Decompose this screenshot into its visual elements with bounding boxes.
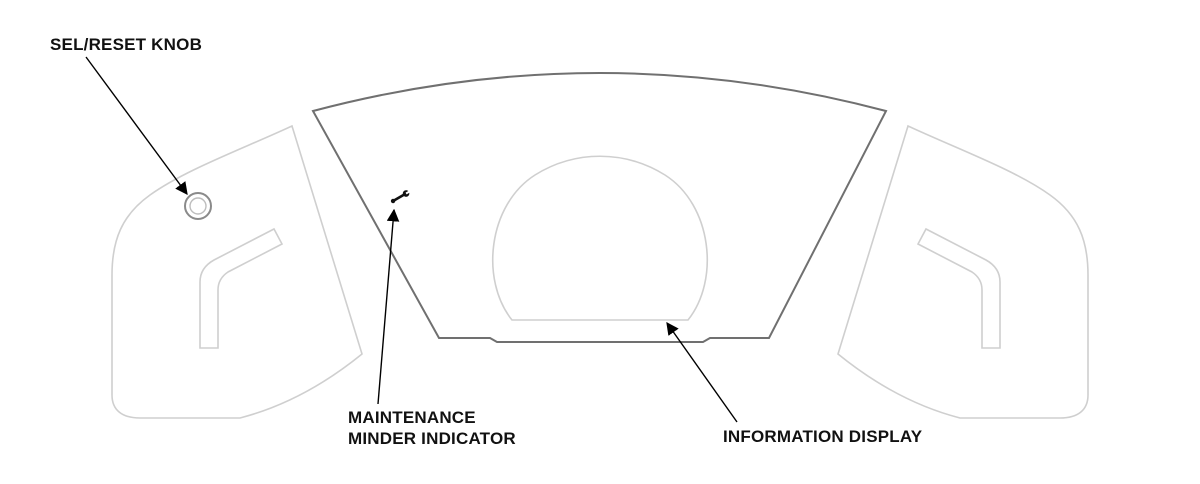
right-needle-track — [916, 227, 1001, 349]
wrench-icon — [390, 190, 411, 204]
maintenance-minder-label-line1: MAINTENANCE — [348, 408, 476, 427]
left-gauge-housing — [111, 124, 363, 419]
sel-reset-knob-label-text: SEL/RESET KNOB — [50, 35, 203, 54]
center-meter-panel — [311, 72, 888, 343]
information-display — [492, 155, 708, 321]
leader-line-maintenance-minder — [377, 208, 400, 405]
sel-reset-knob-inner[interactable] — [189, 197, 207, 215]
knob-icon[interactable] — [184, 192, 212, 220]
information-display-label: INFORMATION DISPLAY — [723, 426, 922, 447]
right-housing-outline — [837, 124, 1089, 419]
center-panel-outline — [311, 72, 888, 343]
information-display-label-text: INFORMATION DISPLAY — [723, 427, 923, 446]
left-housing-outline — [111, 124, 363, 419]
maintenance-minder-label-line2: MINDER INDICATOR — [348, 429, 516, 448]
left-needle-track — [199, 227, 284, 349]
sel-reset-knob-outer[interactable] — [184, 192, 212, 220]
maintenance-minder-label: MAINTENANCE MINDER INDICATOR — [348, 407, 516, 449]
right-gauge-housing — [837, 124, 1089, 419]
leader-line-information-display — [666, 321, 738, 423]
leader-line-knob — [85, 56, 188, 196]
sel-reset-knob-label: SEL/RESET KNOB — [50, 34, 202, 55]
